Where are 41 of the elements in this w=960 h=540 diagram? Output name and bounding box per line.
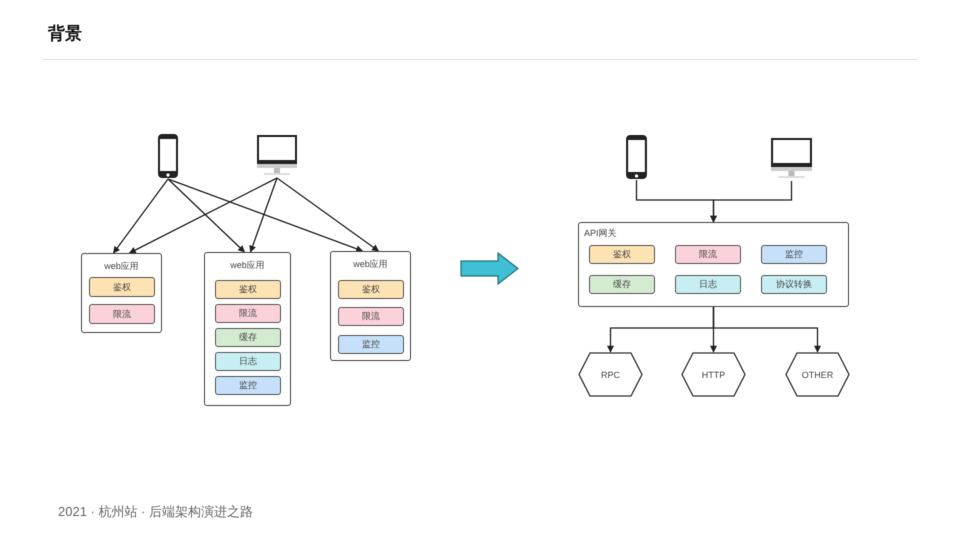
protocol-hexagon: RPC [578,352,643,397]
arrow [712,307,821,353]
arrow [128,177,278,254]
feature-tag: 限流 [215,304,281,323]
arrow [276,177,380,252]
phone-icon [625,134,648,180]
arrow [112,178,169,254]
feature-tag: 限流 [89,304,155,324]
footer-caption: 2021 · 杭州站 · 后端架构演进之路 [58,503,254,521]
arrow [168,178,245,252]
group-title: web应用 [103,260,140,273]
feature-tag: 鉴权 [589,245,655,264]
protocol-hexagon: OTHER [785,352,850,397]
feature-tag: 协议转换 [761,275,827,294]
phone-icon [157,133,179,179]
arrow [249,178,278,253]
feature-tag: 限流 [338,307,404,326]
feature-tag: 日志 [215,352,281,371]
container-box [578,222,849,307]
protocol-hexagon: HTTP [681,352,746,397]
container-box [204,252,291,406]
computer-icon [770,137,813,181]
feature-tag: 监控 [761,245,827,264]
feature-tag: 缓存 [215,328,281,347]
feature-tag: 监控 [215,376,281,395]
group-title: API网关 [584,227,617,240]
feature-tag: 日志 [675,275,741,294]
computer-icon [256,134,298,178]
feature-tag: 限流 [675,245,741,264]
slide-title: 背景 [48,23,82,45]
group-title: web应用 [229,259,266,272]
container-box [330,251,411,361]
arrow [168,178,364,252]
feature-tag: 缓存 [589,275,655,294]
group-title: web应用 [352,258,389,271]
feature-tag: 鉴权 [89,277,155,297]
feature-tag: 鉴权 [338,280,404,299]
arrow [710,181,792,223]
feature-tag: 鉴权 [215,280,281,299]
container-box [81,253,162,333]
feature-tag: 监控 [338,335,404,354]
